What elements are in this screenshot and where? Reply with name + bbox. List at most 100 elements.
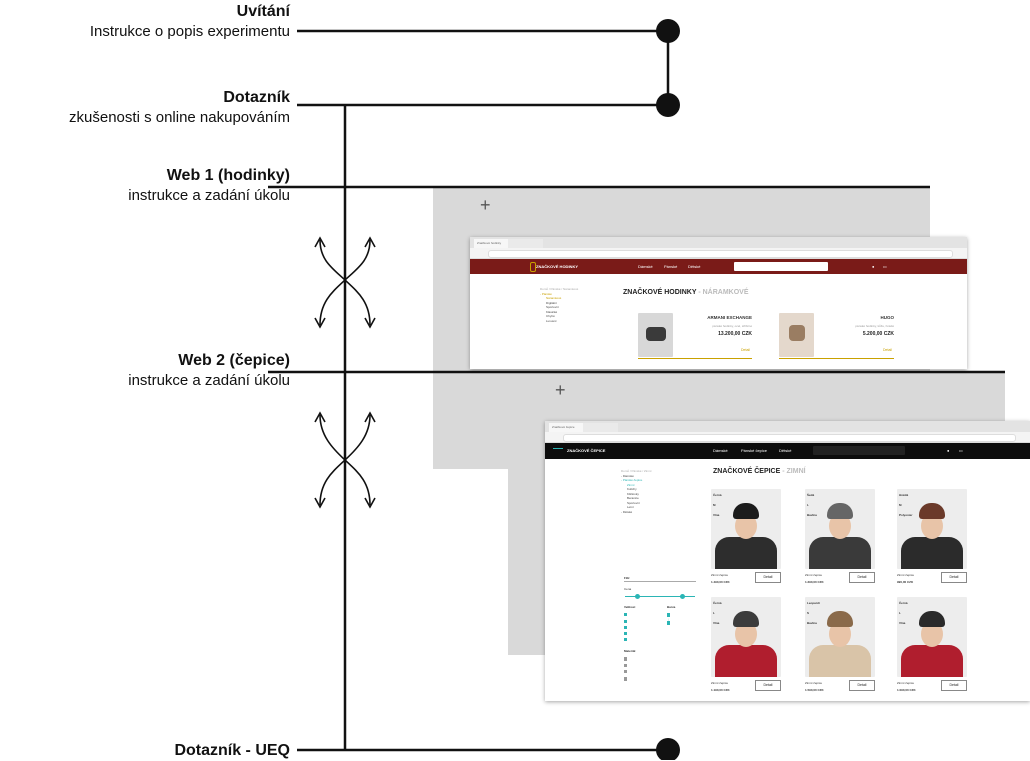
slider-handle[interactable] xyxy=(635,594,640,599)
product-price: 990,00 CZK xyxy=(897,580,914,584)
page-title: ZNAČKOVÉ ČEPICE - ZIMNÍ xyxy=(713,468,806,475)
slider-handle[interactable] xyxy=(680,594,685,599)
product-image[interactable] xyxy=(638,313,673,357)
material-checkboxes[interactable] xyxy=(624,657,630,681)
sidebar-item[interactable]: Letní xyxy=(627,505,634,509)
price-slider[interactable] xyxy=(625,596,695,597)
site-navbar: ZNAČKOVÉ ČEPICE Dámské Pánské čepice Dět… xyxy=(545,443,1030,459)
sidebar-item[interactable]: Náramkové xyxy=(546,296,562,300)
nav-link[interactable]: Pánské xyxy=(664,264,678,269)
product-name[interactable]: Zimní čepice xyxy=(897,681,915,685)
product-desc: pánské hodinky, kůže, hnědé xyxy=(855,324,894,328)
nav-link[interactable]: Dětské xyxy=(779,448,792,453)
site-logo[interactable]: ZNAČKOVÉ ČEPICE xyxy=(567,448,606,453)
product-name[interactable]: Zimní čepice xyxy=(711,681,729,685)
browser-tab[interactable] xyxy=(583,423,618,432)
detail-button[interactable]: Detail xyxy=(849,680,875,691)
product-price: 5.200,00 CZK xyxy=(862,331,894,337)
detail-button[interactable]: Detail xyxy=(755,572,781,583)
product-attr: Černá xyxy=(713,601,722,605)
detail-link[interactable]: Detail xyxy=(741,348,750,352)
plus-icon: + xyxy=(480,195,491,215)
sidebar-item[interactable]: - Pánské čepice xyxy=(621,478,643,482)
product-name[interactable]: Zimní čepice xyxy=(805,573,823,577)
product-name[interactable]: HUGO xyxy=(880,315,895,320)
step-subtitle: zkušenosti s online nakupováním xyxy=(69,109,290,126)
product-image[interactable] xyxy=(805,489,875,569)
product-attr: Vlna xyxy=(713,621,720,625)
node-dot-ueq xyxy=(656,738,680,760)
sidebar-item[interactable]: Kulichy xyxy=(627,487,637,491)
browser-window-web1: Značkové hodinky ZNAČKOVÉ HODINKY Dámské… xyxy=(470,237,967,369)
product-image[interactable] xyxy=(779,313,814,357)
detail-link[interactable]: Detail xyxy=(883,348,892,352)
product-image[interactable] xyxy=(805,597,875,677)
detail-button[interactable]: Detail xyxy=(755,680,781,691)
nav-link[interactable]: Dámské xyxy=(638,264,653,269)
product-attr: Vlna xyxy=(713,513,720,517)
product-name[interactable]: Zimní čepice xyxy=(805,681,823,685)
sidebar-item[interactable]: Sportovní xyxy=(546,305,559,309)
nav-link[interactable]: Dětské xyxy=(688,264,701,269)
detail-button[interactable]: Detail xyxy=(849,572,875,583)
product-attr: Vlna xyxy=(899,621,906,625)
sidebar-item[interactable]: Kšiltovky xyxy=(627,491,639,496)
site-logo[interactable]: ZNAČKOVÉ HODINKY xyxy=(536,264,579,269)
size-checkboxes[interactable] xyxy=(624,613,630,641)
browser-tab[interactable]: Značkové čepice xyxy=(549,423,584,432)
cart-icon[interactable]: ▭ xyxy=(959,448,963,453)
step-title: Dotazník xyxy=(223,89,290,106)
divider xyxy=(638,358,752,359)
browser-tab[interactable]: Značkové hodinky xyxy=(474,239,509,248)
step-title: Web 2 (čepice) xyxy=(178,352,290,369)
product-image[interactable] xyxy=(897,489,967,569)
breadcrumb[interactable]: Domů / Pánské / Zimní xyxy=(621,469,652,473)
product-name[interactable]: Zimní čepice xyxy=(711,573,729,577)
node-dot-dotaznik xyxy=(656,93,680,117)
user-icon[interactable]: ● xyxy=(947,448,950,453)
nav-link[interactable]: Dámské xyxy=(713,448,728,453)
product-image[interactable] xyxy=(711,597,781,677)
search-input[interactable] xyxy=(813,446,905,455)
sidebar-item[interactable]: Beranice xyxy=(627,496,639,500)
nav-link[interactable]: Pánské čepice xyxy=(741,448,768,453)
address-bar[interactable] xyxy=(545,432,1030,443)
sidebar-item[interactable]: Luxusní xyxy=(546,318,557,323)
address-bar[interactable] xyxy=(470,248,967,259)
sidebar-item[interactable]: Chytré xyxy=(546,314,555,318)
step-uvitani: Uvítání Instrukce o popis experimentu xyxy=(90,2,290,42)
sidebar-item[interactable]: Sportovní xyxy=(627,500,640,505)
product-desc: pánské hodinky, ocel, stříbrné xyxy=(712,324,752,328)
product-name[interactable]: Zimní čepice xyxy=(897,573,915,577)
material-label: Materiál xyxy=(624,649,636,653)
size-label: Velikost xyxy=(624,605,636,609)
detail-button[interactable]: Detail xyxy=(941,680,967,691)
product-image[interactable] xyxy=(711,489,781,569)
sidebar-item[interactable]: - Dámské xyxy=(621,473,634,478)
product-name[interactable]: ARMANI EXCHANGE xyxy=(707,315,752,320)
step-web2: Web 2 (čepice) instrukce a zadání úkolu xyxy=(128,351,290,391)
sidebar-item[interactable]: Zimní xyxy=(627,482,635,487)
user-icon[interactable]: ● xyxy=(872,264,875,269)
breadcrumb[interactable]: Domů / Pánské / Náramkové xyxy=(540,287,579,291)
cart-icon[interactable]: ▭ xyxy=(883,264,887,269)
product-image[interactable] xyxy=(897,597,967,677)
color-checkboxes[interactable] xyxy=(667,613,673,625)
sidebar-item[interactable]: - Dětské xyxy=(621,509,633,514)
swap-arrows-icon xyxy=(314,411,376,509)
detail-button[interactable]: Detail xyxy=(941,572,967,583)
product-attr: L xyxy=(807,503,809,507)
sidebar-item[interactable]: - Pánské xyxy=(540,291,552,296)
search-input[interactable] xyxy=(734,262,828,271)
browser-tab[interactable] xyxy=(508,239,543,248)
sidebar-item[interactable]: Klasické xyxy=(546,309,558,314)
product-attr: M xyxy=(713,503,716,507)
sidebar-item[interactable]: Digitální xyxy=(546,300,557,305)
page-title-sub: - NÁRAMKOVÉ xyxy=(698,289,749,296)
